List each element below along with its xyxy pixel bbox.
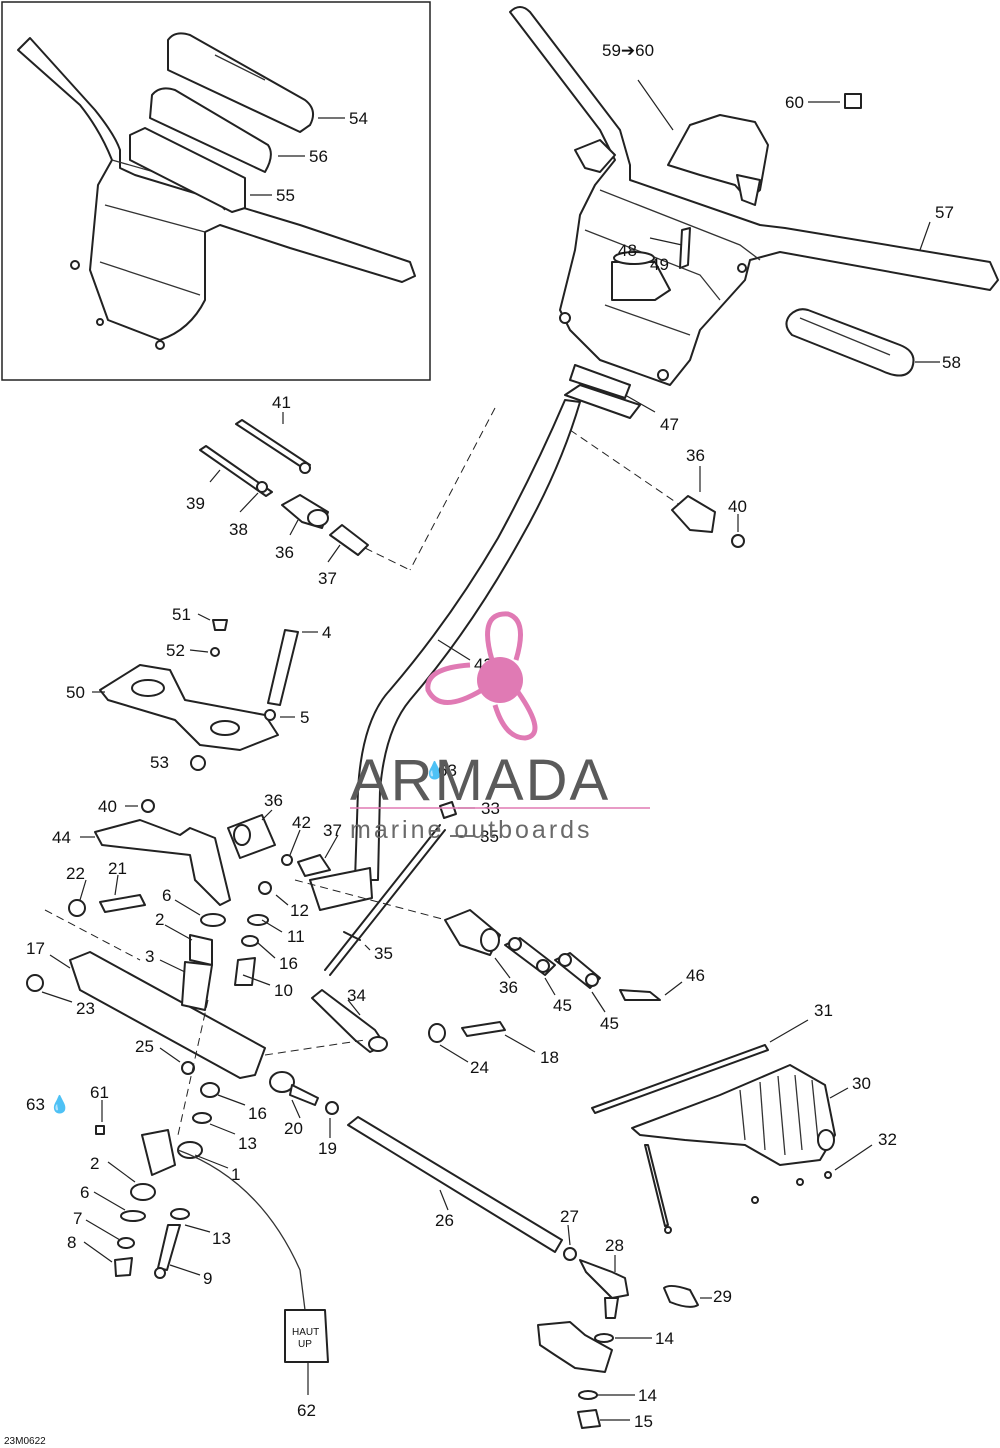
callout-7: 7	[73, 1209, 82, 1228]
callout-42: 42	[292, 813, 311, 832]
callout-35b: 35	[374, 944, 393, 963]
handlebar-assembly: 59➔60 60 57 48 49 58 47	[509, 6, 999, 434]
callout-25: 25	[135, 1037, 154, 1056]
callout-2b: 2	[90, 1154, 99, 1173]
callout-54: 54	[349, 109, 368, 128]
callout-45a: 45	[553, 996, 572, 1015]
callout-14b: 14	[638, 1386, 657, 1405]
callout-45b: 45	[600, 1014, 619, 1033]
callout-47: 47	[660, 415, 679, 434]
callout-8: 8	[67, 1233, 76, 1252]
callout-28: 28	[605, 1236, 624, 1255]
callout-36c: 36	[264, 791, 283, 810]
callout-31: 31	[814, 1001, 833, 1020]
callout-48: 48	[618, 241, 637, 260]
callout-4: 4	[322, 623, 331, 642]
callout-50: 50	[66, 683, 85, 702]
callout-6b: 6	[80, 1183, 89, 1202]
callout-18: 18	[540, 1048, 559, 1067]
callout-24: 24	[470, 1058, 489, 1077]
drawing-code: 23M0622	[4, 1436, 46, 1447]
callout-6a: 6	[162, 886, 171, 905]
callout-36b: 36	[686, 446, 705, 465]
tie-rod-group: 20 19 26 27 28 29 14 14 15 62 HAUT UP	[177, 1071, 732, 1431]
callout-57: 57	[935, 203, 954, 222]
watermark-tagline: marine outboards	[350, 816, 593, 844]
callout-61: 61	[90, 1083, 109, 1102]
callout-63a: 63	[438, 761, 457, 780]
callout-16b: 16	[248, 1104, 267, 1123]
callout-9: 9	[203, 1269, 212, 1288]
callout-1: 1	[231, 1165, 240, 1184]
callout-11: 11	[287, 927, 305, 946]
callout-5: 5	[300, 708, 309, 727]
bracket-plate-group: 51 52 4 50 5 53	[66, 605, 331, 772]
callout-53: 53	[150, 753, 169, 772]
callout-14a: 14	[655, 1329, 674, 1348]
callout-36a: 36	[275, 543, 294, 562]
callout-38: 38	[229, 520, 248, 539]
callout-58: 58	[942, 353, 961, 372]
callout-60: 60	[785, 93, 804, 112]
callout-10: 10	[274, 981, 293, 1000]
callout-29: 29	[713, 1287, 732, 1306]
callout-46: 46	[686, 966, 705, 985]
callout-26: 26	[435, 1211, 454, 1230]
callout-56: 56	[309, 147, 328, 166]
callout-63b: 63	[26, 1095, 45, 1114]
callout-13b: 13	[212, 1229, 231, 1248]
callout-62: 62	[297, 1401, 316, 1420]
callout-35a: 35	[480, 827, 499, 846]
middle-linkage-group: 40 44 36 42 37 💧 63 33 35	[52, 760, 500, 976]
callout-17: 17	[26, 939, 45, 958]
armada-watermark: ARMADA marine outboards	[350, 611, 650, 844]
callout-51: 51	[172, 605, 191, 624]
callout-30: 30	[852, 1074, 871, 1093]
callout-23: 23	[76, 999, 95, 1018]
drop-icon-63-top: 💧	[424, 760, 445, 780]
callout-2a: 2	[155, 910, 164, 929]
callout-12: 12	[290, 901, 309, 920]
callout-15: 15	[634, 1412, 653, 1431]
right-linkage-group: 35 36 45 45 46	[343, 909, 705, 1033]
callout-40b: 40	[98, 797, 117, 816]
propeller-hub-icon	[477, 657, 523, 703]
callout-49: 49	[650, 255, 669, 274]
callout-22: 22	[66, 864, 85, 883]
callout-40a: 40	[728, 497, 747, 516]
callout-27: 27	[560, 1207, 579, 1226]
callout-52: 52	[166, 641, 185, 660]
callout-3: 3	[145, 947, 154, 966]
callout-34: 34	[347, 986, 366, 1005]
callout-39: 39	[186, 494, 205, 513]
watermark-brand: ARMADA	[350, 748, 610, 813]
tag-text-line-1: HAUT	[292, 1327, 319, 1338]
callout-21: 21	[108, 859, 127, 878]
callout-37a: 37	[318, 569, 337, 588]
rod-end-group: 34 24 18	[264, 986, 559, 1077]
callout-20: 20	[284, 1119, 303, 1138]
callout-55: 55	[276, 186, 295, 205]
callout-41: 41	[272, 393, 291, 412]
lower-left-assembly: 22 21 6 12 2 11 17 3 16 10 23 25 61 63 💧…	[26, 859, 309, 1288]
drop-icon-63-bottom: 💧	[49, 1094, 70, 1114]
upper-bushing-group: 41 39 38 36 37 36 40	[186, 393, 747, 588]
callout-59-60: 59➔60	[602, 41, 654, 60]
callout-37b: 37	[323, 821, 342, 840]
boot-group: 31 30 32	[591, 1001, 897, 1234]
callout-36d: 36	[499, 978, 518, 997]
callout-32: 32	[878, 1130, 897, 1149]
callout-44: 44	[52, 828, 71, 847]
inset-handlebar-option: 54 56 55	[1, 1, 431, 381]
callout-19: 19	[318, 1139, 337, 1158]
callout-13a: 13	[238, 1134, 257, 1153]
tag-text-line-2: UP	[298, 1339, 312, 1350]
callout-16a: 16	[279, 954, 298, 973]
